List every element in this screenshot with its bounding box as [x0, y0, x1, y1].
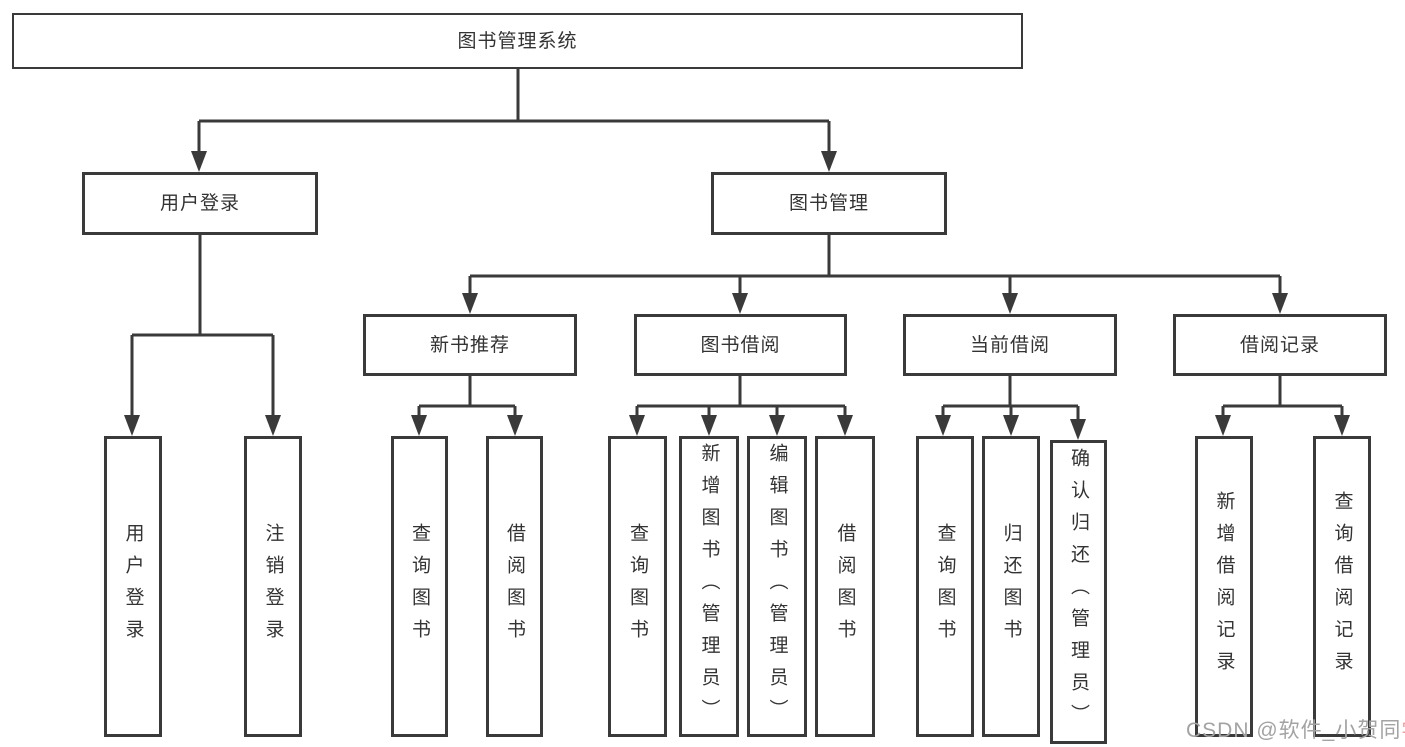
arrowhead-icon	[1215, 415, 1231, 436]
arrowhead-icon	[507, 415, 523, 436]
node-new-book-recommend: 新书推荐	[363, 314, 577, 376]
arrowhead-icon	[1003, 415, 1019, 436]
node-label: 新书推荐	[429, 334, 510, 356]
arrowhead-icon	[1002, 293, 1018, 314]
arrowhead-icon	[124, 415, 140, 436]
node-label: 借阅记录	[1239, 334, 1320, 356]
node-book-management: 图书管理	[711, 172, 947, 235]
leaf-user-login: 用户登录	[104, 436, 162, 737]
leaf-add-book-admin: 新增图书（管理员）	[679, 436, 739, 737]
arrowhead-icon	[1070, 419, 1086, 440]
csdn-watermark: CSDN @软件_小贺同学	[1186, 714, 1405, 744]
arrowhead-icon	[701, 415, 717, 436]
node-user-login-branch: 用户登录	[82, 172, 318, 235]
arrowhead-icon	[462, 293, 478, 314]
arrowhead-icon	[837, 415, 853, 436]
arrowhead-icon	[191, 151, 207, 172]
leaf-query-book-2: 查询图书	[608, 436, 667, 737]
node-label: 查询图书	[627, 522, 648, 651]
leaf-query-book-1: 查询图书	[391, 436, 448, 737]
node-label: 确认归还（管理员）	[1068, 448, 1089, 736]
arrowhead-icon	[1334, 415, 1350, 436]
watermark-text: CSDN @软件_小贺同	[1186, 719, 1402, 742]
arrowhead-icon	[935, 415, 951, 436]
node-label: 借阅图书	[834, 522, 856, 651]
node-label: 归还图书	[1000, 522, 1022, 651]
arrowhead-icon	[1272, 293, 1288, 314]
leaf-query-borrow-record: 查询借阅记录	[1313, 436, 1371, 737]
arrowhead-icon	[411, 415, 427, 436]
node-label: 查询图书	[409, 522, 430, 651]
leaf-confirm-return-admin: 确认归还（管理员）	[1050, 440, 1107, 744]
arrowhead-icon	[629, 415, 645, 436]
node-label: 用户登录	[159, 193, 240, 214]
arrowhead-icon	[821, 151, 837, 172]
leaf-add-borrow-record: 新增借阅记录	[1195, 436, 1253, 737]
node-label: 用户登录	[122, 522, 144, 651]
node-label: 查询图书	[934, 522, 956, 651]
node-book-borrow: 图书借阅	[634, 314, 847, 376]
node-label: 新增图书（管理员）	[698, 442, 720, 731]
leaf-logout: 注销登录	[244, 436, 302, 737]
node-label: 查询借阅记录	[1331, 490, 1353, 683]
watermark-accent: 学	[1401, 719, 1405, 742]
node-label: 图书管理系统	[457, 30, 578, 52]
leaf-query-book-3: 查询图书	[916, 436, 974, 737]
node-label: 编辑图书（管理员）	[766, 442, 788, 731]
node-current-borrow: 当前借阅	[903, 314, 1117, 376]
node-label: 当前借阅	[969, 334, 1050, 356]
leaf-borrow-book-2: 借阅图书	[815, 436, 875, 737]
node-borrow-record: 借阅记录	[1173, 314, 1387, 376]
node-label: 图书借阅	[700, 334, 781, 356]
leaf-return-book: 归还图书	[982, 436, 1040, 737]
node-label: 注销登录	[262, 522, 284, 651]
node-library-system: 图书管理系统	[12, 13, 1023, 69]
node-label: 图书管理	[788, 193, 869, 214]
arrowhead-icon	[769, 415, 785, 436]
leaf-edit-book-admin: 编辑图书（管理员）	[747, 436, 807, 737]
node-label: 借阅图书	[504, 522, 525, 651]
node-label: 新增借阅记录	[1213, 490, 1235, 683]
arrowhead-icon	[265, 415, 281, 436]
leaf-borrow-book-1: 借阅图书	[486, 436, 543, 737]
arrowhead-icon	[732, 293, 748, 314]
